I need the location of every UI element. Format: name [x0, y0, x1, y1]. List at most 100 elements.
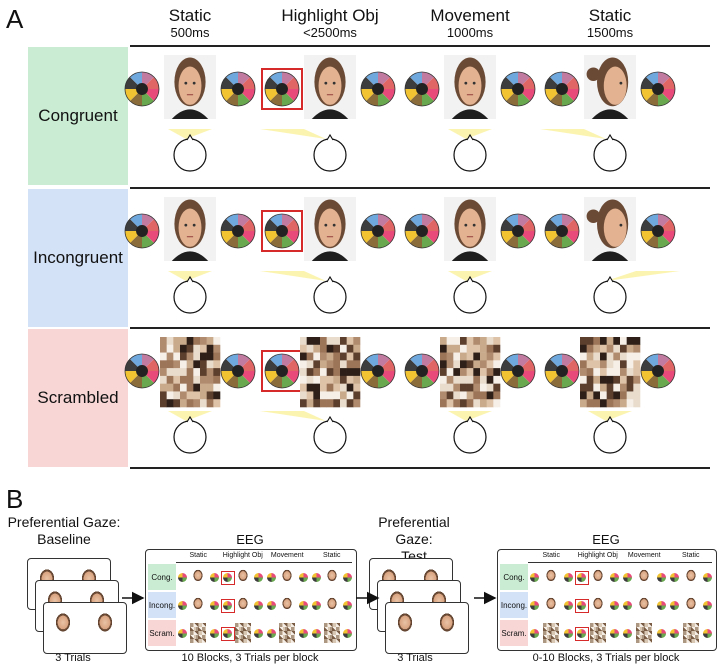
- column-title: Highlight Obj: [281, 6, 379, 25]
- mini-ball: [656, 600, 666, 610]
- mini-ball: [623, 572, 632, 582]
- baseline-title-line1: Preferential Gaze:: [7, 514, 121, 530]
- mini-divider: [176, 562, 352, 563]
- column-duration: <2500ms: [303, 24, 357, 40]
- mini-highlight-box: [575, 599, 589, 613]
- mini-column-header: Highlight Obj: [577, 552, 618, 559]
- scrambled-image: [300, 337, 361, 408]
- ball-object: [640, 71, 676, 107]
- face-thumbnail: [52, 609, 74, 641]
- stimulus-cell: [124, 197, 256, 314]
- stimulus-cell: [124, 337, 256, 454]
- mini-ball: [610, 628, 619, 638]
- stimulus-cell: [260, 197, 396, 314]
- mini-ball: [563, 572, 573, 582]
- eeg2-caption: 0-10 Blocks, 3 Trials per block: [532, 652, 680, 664]
- mini-face: [280, 567, 295, 587]
- mini-ball: [343, 600, 352, 610]
- mini-ball: [254, 572, 263, 582]
- gaze-cone: [260, 411, 326, 421]
- stimulus-cell: [124, 55, 256, 172]
- baseline-caption: 3 Trials: [55, 652, 91, 664]
- ball-object: [500, 213, 536, 249]
- ball-object: [360, 71, 396, 107]
- column-duration: 1500ms: [586, 24, 634, 40]
- ball-object: [264, 71, 300, 107]
- observer-head-icon: [453, 415, 487, 454]
- gaze-cone: [606, 271, 680, 281]
- trial-card: [385, 602, 469, 654]
- observer-head-icon: [593, 275, 627, 314]
- observer-head-icon: [593, 133, 627, 172]
- mini-ball: [222, 600, 232, 610]
- mini-divider: [528, 562, 712, 563]
- mini-ball: [669, 628, 679, 638]
- mini-ball: [563, 628, 573, 638]
- mini-ball: [311, 600, 321, 610]
- mini-scrambled: [190, 623, 207, 643]
- mini-ball: [343, 572, 352, 582]
- observer-head-icon: [173, 275, 207, 314]
- mini-ball: [267, 600, 276, 610]
- mini-row-label: Incong.: [500, 592, 528, 618]
- mini-highlight-box: [221, 599, 235, 613]
- gaze-cone: [260, 271, 326, 281]
- mini-ball: [311, 572, 321, 582]
- mini-ball: [610, 600, 619, 610]
- divider-1: [130, 187, 710, 189]
- mini-ball: [623, 600, 632, 610]
- ball-object: [640, 353, 676, 389]
- mini-face: [191, 567, 206, 587]
- face-frontal: [164, 197, 216, 261]
- column-duration: 500ms: [170, 24, 210, 40]
- ball-object: [220, 213, 256, 249]
- mini-face: [637, 595, 652, 615]
- stimulus-cell: [404, 337, 536, 454]
- face-frontal: [444, 197, 496, 261]
- column-title: Static: [168, 6, 212, 25]
- ball-object: [124, 353, 160, 389]
- mini-column-header: Static: [681, 552, 700, 559]
- mini-ball: [178, 572, 187, 582]
- observer-head-icon: [313, 415, 347, 454]
- column-header-2: Highlight Obj<2500ms: [260, 6, 400, 40]
- mini-column-header: Static: [322, 552, 341, 559]
- mini-face: [191, 595, 206, 615]
- baseline-title-line2: Baseline: [37, 530, 91, 547]
- mini-face: [324, 595, 339, 615]
- mini-ball: [343, 628, 352, 638]
- eeg2-title: EEG: [592, 532, 620, 547]
- eeg1-caption: 10 Blocks, 3 Trials per block: [181, 652, 319, 664]
- mini-face: [590, 595, 605, 615]
- mini-row-label: Cong.: [148, 564, 176, 590]
- face-thumbnail: [394, 609, 416, 641]
- mini-ball: [267, 628, 276, 638]
- panel-b-arrows: [122, 591, 497, 605]
- mini-row-label: Incong.: [148, 592, 176, 618]
- mini-ball: [576, 572, 586, 582]
- row-label-congruent: Congruent: [28, 47, 128, 185]
- ball-object: [124, 71, 160, 107]
- observer-head-icon: [173, 415, 207, 454]
- panel-a-stimuli: [124, 55, 680, 454]
- mini-ball: [311, 628, 321, 638]
- mini-face: [683, 567, 698, 587]
- mini-ball: [610, 572, 619, 582]
- mini-highlight-box: [221, 571, 235, 585]
- gaze-cone: [260, 129, 326, 139]
- mini-ball: [563, 600, 573, 610]
- ball-object: [124, 213, 160, 249]
- mini-ball: [703, 628, 712, 638]
- mini-row-label: Scram.: [500, 620, 528, 646]
- mini-ball: [178, 628, 187, 638]
- ball-object: [544, 353, 580, 389]
- mini-column-header: Static: [542, 552, 560, 559]
- observer-head-icon: [313, 133, 347, 172]
- ball-object: [220, 71, 256, 107]
- mini-ball: [254, 628, 263, 638]
- mini-ball: [703, 572, 712, 582]
- ball-object: [500, 71, 536, 107]
- gaze-cone: [540, 129, 606, 139]
